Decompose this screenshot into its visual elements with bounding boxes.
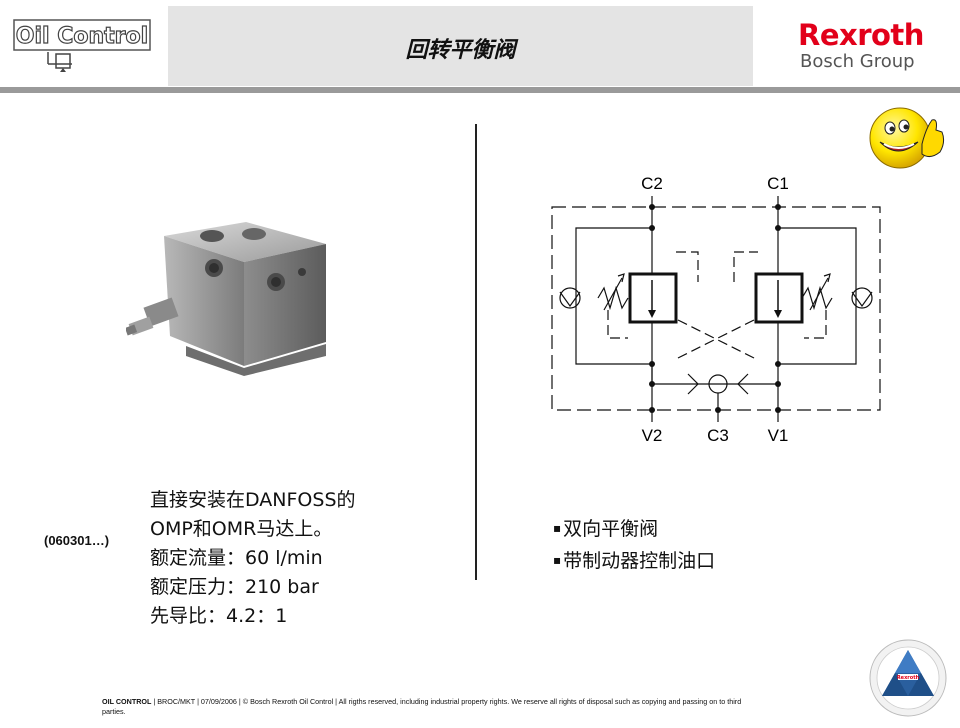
feature-text: 双向平衡阀 (563, 518, 659, 540)
description-line: 额定流量：60 l/min (150, 547, 323, 569)
description-line: 先导比：4.2：1 (150, 605, 288, 627)
bullet-icon: ▪ (553, 521, 562, 535)
oil-control-logo: Oil Control (13, 19, 151, 72)
description-line: 直接安装在DANFOSS的 (150, 489, 356, 511)
port-c3-label: C3 (707, 426, 729, 445)
product-description: 直接安装在DANFOSS的 OMP和OMR马达上。 额定流量：60 l/min … (150, 486, 356, 631)
rexroth-values-triangle-icon: Rexroth (869, 639, 947, 717)
bullet-icon: ▪ (553, 553, 562, 567)
badge-center-text: Rexroth (897, 675, 920, 681)
header-rule (0, 87, 960, 93)
logo-text: Oil Control (16, 24, 148, 49)
description-line: 额定压力：210 bar (150, 576, 319, 598)
brand-name: Rexroth (798, 18, 924, 52)
feature-list: ▪双向平衡阀 ▪带制动器控制油口 (553, 513, 715, 577)
port-v2-label: V2 (642, 426, 663, 445)
valve-photo (126, 222, 326, 376)
port-c2-label: C2 (641, 174, 663, 193)
port-v1-label: V1 (768, 426, 789, 445)
footer-legal: OIL CONTROL | BROC/MKT | 07/09/2006 | © … (102, 697, 742, 716)
feature-item: ▪带制动器控制油口 (553, 545, 715, 577)
hydraulic-schematic: C2 C1 V2 C3 V1 (551, 174, 881, 445)
footer-copyright: © Bosch Rexroth Oil Control | All rigths… (102, 697, 742, 716)
product-code: (060301…) (44, 533, 110, 548)
title-band (168, 6, 753, 86)
footer-dept-date: BROC/MKT | 07/09/2006 (157, 697, 237, 706)
thumbs-up-smiley-icon (869, 107, 945, 169)
page-title: 回转平衡阀 (405, 37, 516, 63)
column-divider (475, 124, 477, 580)
brand-group: Bosch Group (800, 51, 915, 72)
feature-item: ▪双向平衡阀 (553, 513, 715, 545)
port-c1-label: C1 (767, 174, 789, 193)
feature-text: 带制动器控制油口 (563, 550, 716, 572)
footer-company: OIL CONTROL (102, 697, 152, 706)
description-line: OMP和OMR马达上。 (150, 518, 333, 540)
